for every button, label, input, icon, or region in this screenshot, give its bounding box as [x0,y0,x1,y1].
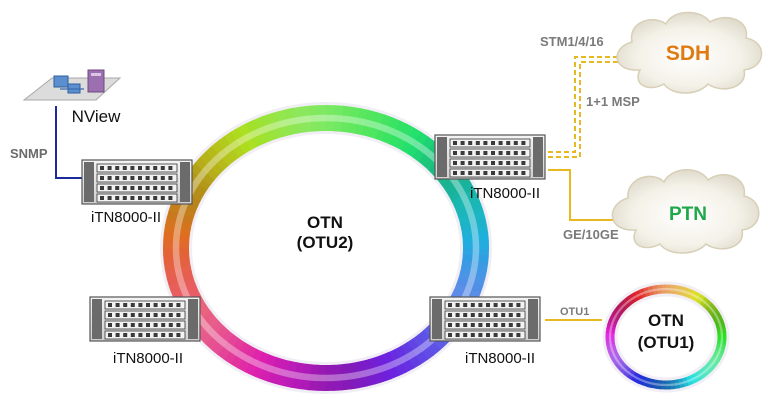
monitor-icon [53,75,69,88]
otu1-ring-label-top: OTN [648,311,684,330]
device-right-top-label: iTN8000-II [470,185,540,202]
nview-workstation: NView [22,69,122,126]
otn-otu1-ring [602,281,730,393]
otn-otu2-ring [160,102,492,394]
card-slot [449,138,531,148]
device-bottom-left-label: iTN8000-II [113,350,183,367]
device-bottom-right-label: iTN8000-II [465,350,535,367]
card-slot [96,193,178,203]
stm-link [548,56,635,153]
otu1-ring-label-bottom: (OTU1) [638,333,695,352]
card-slot [96,173,178,183]
ge-label: GE/10GE [563,227,619,242]
card-slot [104,300,186,310]
card-slot [449,168,531,178]
ge-link [548,169,628,221]
device-left-label: iTN8000-II [91,209,161,226]
card-slot [104,310,186,320]
ptn-cloud: PTN [611,169,760,254]
card-slot [104,330,186,340]
card-slot [449,158,531,168]
stm-link-2 [548,61,635,158]
sdh-cloud-shape [616,11,763,94]
card-slot [444,310,526,320]
card-slot [444,300,526,310]
links [55,56,635,321]
ptn-cloud-shape [611,169,760,254]
otu2-ring-label-bottom: (OTU2) [297,233,354,252]
device-right-top: iTN8000-II [434,134,546,202]
card-slot [449,148,531,158]
stm-label: STM1/4/16 [540,34,604,49]
card-slot [96,163,178,173]
snmp-label: SNMP [10,146,48,161]
card-slot [444,330,526,340]
otu1-label: OTU1 [560,306,589,318]
nview-label: NView [72,107,122,126]
sdh-cloud: SDH [616,11,763,94]
snmp-link [55,106,82,179]
device-bottom-left: iTN8000-II [89,296,201,367]
card-slot [444,320,526,330]
msp-label: 1+1 MSP [586,94,640,109]
device-bottom-right: iTN8000-II [429,296,541,367]
ptn-label: PTN [669,204,707,225]
device-left: iTN8000-II [81,159,193,226]
card-slot [104,320,186,330]
card-slot [96,183,178,193]
sdh-label: SDH [666,42,710,65]
otu2-ring-label-top: OTN [307,213,343,232]
